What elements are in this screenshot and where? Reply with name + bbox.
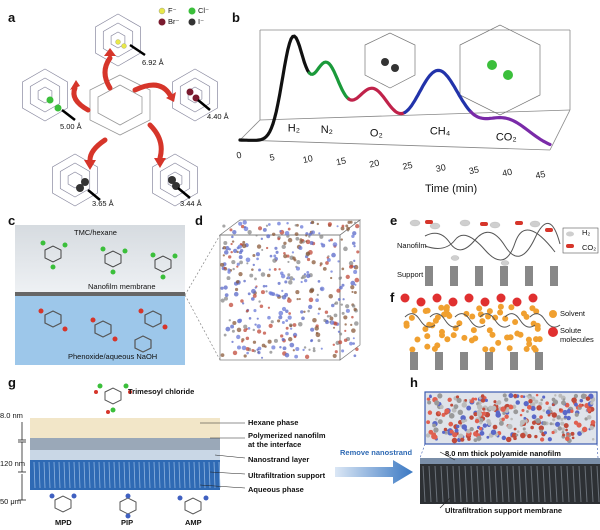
panel-f-label: f	[390, 290, 395, 305]
solute-label: Solute molecules	[560, 326, 594, 344]
panel-d-label: d	[195, 213, 203, 228]
x-tick-label: 30	[435, 162, 447, 174]
co2-label: CO₂	[582, 243, 597, 252]
layer-polymerized: Polymerized nanofilm at the interface	[248, 431, 326, 449]
thickness-50um: 50 μm	[0, 497, 21, 506]
solvent-separation-scheme	[400, 293, 561, 370]
thickness-120nm: 120 nm	[0, 459, 26, 468]
panel-e-label: e	[390, 213, 398, 228]
rotation-arrows	[71, 55, 173, 163]
panel-g-label: g	[8, 375, 16, 390]
distance-label: 3.65 Å	[92, 199, 114, 208]
remove-nanostrand-label: Remove nanostrand	[340, 448, 413, 457]
x-tick-label: 20	[368, 158, 380, 170]
distance-label: 4.40 Å	[207, 112, 229, 121]
series-label: N₂	[321, 124, 333, 136]
series-line-4	[469, 110, 552, 147]
monomer-pip: PIP	[121, 518, 134, 527]
phenoxide-label: Phenoxide/aqueous NaOH	[68, 352, 158, 361]
solvent-label: Solvent	[560, 309, 586, 318]
x-tick-label: 15	[335, 155, 347, 167]
distance-label: 5.00 Å	[60, 122, 82, 131]
layer-ultrafiltration: Ultrafiltration support	[248, 471, 326, 480]
sem-cross-section	[420, 391, 600, 509]
monomer-mpd: MPD	[55, 518, 72, 527]
h2-label: H₂	[582, 228, 591, 237]
panel-h-label: h	[410, 375, 418, 390]
arrow-icon	[335, 460, 413, 484]
molecule-inset	[364, 24, 541, 116]
series-label: CH₄	[430, 125, 451, 137]
series-line-3	[403, 68, 473, 114]
series-label: O₂	[370, 127, 383, 139]
layer-aqueous: Aqueous phase	[248, 485, 304, 494]
tmc-hexane-label: TMC/hexane	[74, 228, 117, 237]
layer-hexane: Hexane phase	[248, 418, 299, 427]
x-tick-label: 10	[302, 153, 314, 165]
series-label: H₂	[288, 123, 300, 135]
molecular-dynamics-box	[184, 219, 362, 361]
series-line-0	[238, 34, 311, 142]
membrane-layer-diagram	[18, 383, 246, 519]
x-tick-label: 0	[235, 150, 242, 161]
central-cage	[89, 74, 151, 136]
x-tick-label: 5	[269, 152, 276, 163]
x-axis-title: Time (min)	[425, 183, 478, 195]
x-tick-label: 25	[402, 160, 414, 172]
legend-cl: Cl⁻	[198, 6, 210, 15]
gas-separation-chart: 0 5 10 15 20 25 30 35 40 45 H₂ N₂ O₂ CH₄ CO₂	[235, 24, 571, 181]
series-line-2	[347, 86, 407, 116]
legend-f: F⁻	[168, 6, 177, 15]
series-label: CO₂	[496, 132, 517, 144]
legend-i: I⁻	[198, 17, 205, 26]
panel-a-label: a	[8, 10, 16, 25]
support-label: Support	[397, 270, 424, 279]
x-tick-label: 35	[468, 164, 480, 176]
x-tick-label: 45	[534, 169, 546, 181]
x-tick-label: 40	[501, 167, 513, 179]
tmc-label: Trimesoyl chloride	[128, 387, 195, 396]
layer-nanostrand: Nanostrand layer	[248, 455, 310, 464]
distance-label: 3.44 Å	[180, 199, 202, 208]
nanofilm-membrane-label: Nanofilm membrane	[88, 282, 156, 291]
monomer-amp: AMP	[185, 518, 202, 527]
series-line-1	[307, 60, 351, 101]
anion-selectivity-figure	[22, 7, 218, 207]
nanofilm-label: Nanofilm	[397, 241, 427, 250]
distance-label: 6.92 Å	[142, 58, 164, 67]
legend-br: Br⁻	[168, 17, 180, 26]
gas-separation-scheme	[409, 219, 599, 286]
interfacial-polymerization-scheme	[15, 225, 185, 365]
h-support-label: Ultrafiltration support membrane	[445, 506, 563, 515]
panel-b-label: b	[232, 10, 240, 25]
thickness-8nm: 8.0 nm	[0, 411, 23, 420]
panel-c-label: c	[8, 213, 16, 228]
h-nanofilm-label: 8.0 nm thick polyamide nanofilm	[445, 449, 561, 458]
